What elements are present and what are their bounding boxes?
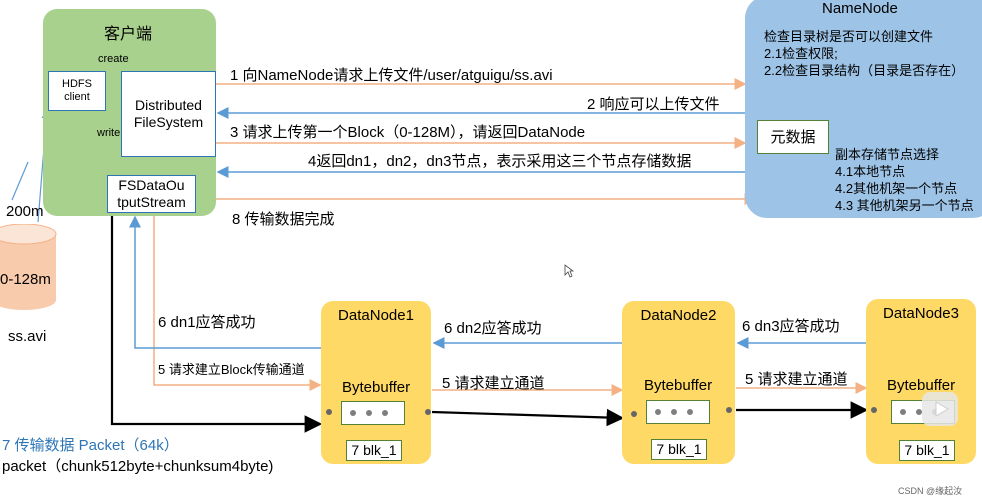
step-7-line2: packet（chunk512byte+chunksum4byte) xyxy=(2,458,274,475)
buffer-packet-dot xyxy=(366,410,372,416)
replica-1: 4.1本地节点 xyxy=(835,164,906,179)
datanode-2-buffer-box xyxy=(646,400,710,424)
step-6-dn3-label: 6 dn3应答成功 xyxy=(742,318,840,335)
step-4-label: 4返回dn1，dn2，dn3节点，表示采用这三个节点存储数据 xyxy=(308,153,692,170)
namenode-check-dir: 2.2检查目录结构（目录是否存在） xyxy=(764,63,965,78)
file-cylinder-icon xyxy=(0,224,57,310)
client-title: 客户端 xyxy=(104,26,153,43)
mouse-cursor-icon xyxy=(564,264,574,278)
datanode-2-title: DataNode2 xyxy=(640,307,717,324)
buffer-packet-dot xyxy=(655,409,661,415)
namenode-panel xyxy=(745,0,982,218)
datanode-1-title: DataNode1 xyxy=(338,307,414,324)
step-5-dn1-label: 5 请求建立Block传输通道 xyxy=(158,362,305,377)
file-range-label: 0-128m xyxy=(0,271,51,288)
datanode-3-bytebuffer: Bytebuffer xyxy=(887,377,956,394)
replica-title: 副本存储节点选择 xyxy=(835,147,940,162)
connector-dot xyxy=(871,407,877,413)
datanode-3-title: DataNode3 xyxy=(883,305,959,322)
datanode-1-buffer-box xyxy=(341,401,405,425)
metadata-box: 元数据 xyxy=(757,120,829,154)
file-size-label: 200m xyxy=(6,203,44,220)
hdfs-client-box: HDFS client xyxy=(48,71,106,111)
buffer-packet-dot xyxy=(671,409,677,415)
step-5-dn3-label: 5 请求建立通道 xyxy=(745,371,848,388)
replica-3: 4.3 其他机架另一个节点 xyxy=(835,198,974,213)
buffer-packet-dot xyxy=(382,410,388,416)
namenode-check-tree: 检查目录树是否可以创建文件 xyxy=(764,29,934,44)
buffer-packet-dot xyxy=(900,409,906,415)
namenode-title: NameNode xyxy=(822,0,898,17)
connector-dot xyxy=(425,409,431,415)
connector-dot xyxy=(326,409,332,415)
datanode-1-bytebuffer: Bytebuffer xyxy=(342,379,411,396)
connector-dot xyxy=(726,407,732,413)
datanode-3-blk: 7 blk_1 xyxy=(899,440,955,461)
step-5-dn2-label: 5 请求建立通道 xyxy=(442,375,545,392)
step-6-dn2-label: 6 dn2应答成功 xyxy=(444,320,542,337)
datanode-1: DataNode1 Bytebuffer 7 blk_1 xyxy=(321,301,431,464)
create-label: create xyxy=(98,53,129,65)
buffer-packet-dot xyxy=(916,409,922,415)
write-label: write xyxy=(97,127,121,139)
datanode-2-bytebuffer: Bytebuffer xyxy=(644,377,713,394)
datanode-3: DataNode3 Bytebuffer 7 blk_1 xyxy=(866,299,976,464)
connector-dot xyxy=(631,411,637,417)
step-3-label: 3 请求上传第一个Block（0-128M），请返回DataNode xyxy=(230,124,586,141)
step-8-label: 8 传输数据完成 xyxy=(232,211,335,228)
buffer-packet-dot xyxy=(687,409,693,415)
datanode-1-blk: 7 blk_1 xyxy=(346,440,402,461)
step-6-dn1-label: 6 dn1应答成功 xyxy=(158,314,256,331)
step-2-label: 2 响应可以上传文件 xyxy=(587,96,720,113)
fsdataoutputstream-box: FSDataOu tputStream xyxy=(107,175,196,213)
file-name-label: ss.avi xyxy=(8,328,47,345)
step-7-line1: 7 传输数据 Packet（64k） xyxy=(2,437,179,454)
datanode-2: DataNode2 Bytebuffer 7 blk_1 xyxy=(622,301,735,464)
distributed-filesystem-box: Distributed FileSystem xyxy=(121,71,216,157)
watermark: CSDN @缘起汝 xyxy=(898,486,963,496)
step-1-label: 1 向NameNode请求上传文件/user/atguigu/ss.avi xyxy=(230,67,553,84)
play-overlay-icon[interactable] xyxy=(922,392,958,426)
datanode-2-blk: 7 blk_1 xyxy=(651,439,707,460)
namenode-check-perm: 2.1检查权限; xyxy=(764,46,838,61)
replica-2: 4.2其他机架一个节点 xyxy=(835,181,958,196)
buffer-packet-dot xyxy=(350,410,356,416)
